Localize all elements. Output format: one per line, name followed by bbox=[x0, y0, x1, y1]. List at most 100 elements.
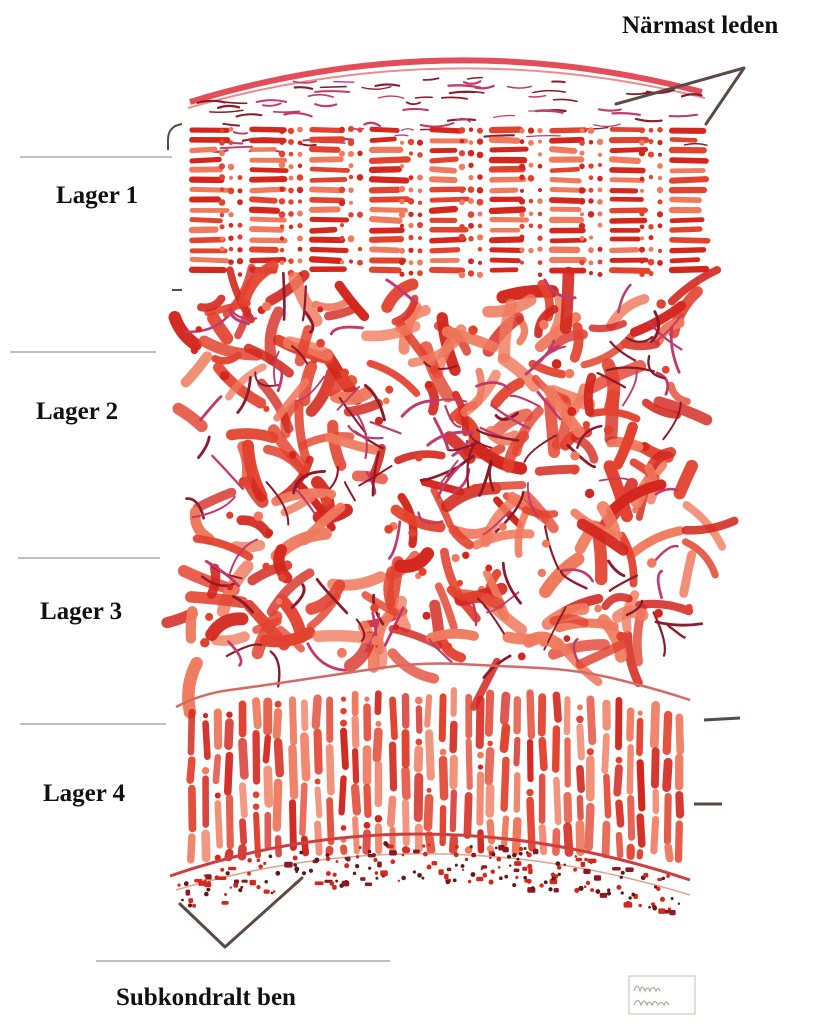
bone-dot bbox=[383, 841, 387, 845]
layer-1-cell bbox=[580, 212, 584, 216]
bone-dot bbox=[492, 853, 496, 857]
layer-2-3-cell bbox=[383, 398, 390, 405]
bone-dot bbox=[621, 871, 625, 875]
layer-2-3-cell bbox=[452, 554, 460, 562]
layer-4-rod bbox=[190, 760, 192, 780]
layer-2-3-cell bbox=[462, 552, 469, 559]
layer-1-fibre bbox=[312, 230, 335, 231]
bone-dot bbox=[499, 876, 503, 880]
layer-4-rod bbox=[619, 803, 621, 824]
layer-4-cell bbox=[375, 721, 381, 727]
bone-dot bbox=[495, 846, 498, 849]
layer-4-cell bbox=[587, 748, 594, 755]
layer-4-rod bbox=[355, 751, 356, 781]
bone-fragment bbox=[514, 869, 520, 873]
layer-1-cell bbox=[237, 258, 243, 264]
bone-fragment bbox=[360, 877, 366, 881]
layer-1-cell bbox=[459, 187, 465, 193]
bone-dot bbox=[256, 885, 260, 889]
layer-2-3-cell bbox=[570, 451, 579, 460]
bone-fragment bbox=[332, 885, 336, 890]
layer-4-rod bbox=[206, 834, 207, 858]
layer-1-cell bbox=[477, 187, 484, 194]
label-near-joint: Närmast leden bbox=[622, 12, 778, 40]
bone-fragment bbox=[657, 878, 662, 881]
layer-1-cell bbox=[279, 127, 286, 134]
layer-4-cell bbox=[340, 720, 347, 727]
layer-1-cell bbox=[288, 164, 293, 169]
layer-1-cell bbox=[298, 247, 303, 252]
layer-1-cell bbox=[519, 212, 524, 217]
surface-fibre bbox=[237, 114, 262, 116]
bone-dot bbox=[626, 901, 631, 906]
layer-4-rod bbox=[469, 741, 470, 786]
layer-2-3-rod bbox=[299, 404, 306, 459]
layer-1-cell bbox=[357, 151, 362, 156]
layer-1-cell bbox=[229, 247, 234, 252]
layer-1-cell bbox=[288, 258, 294, 264]
layer-1-cell bbox=[298, 164, 303, 169]
layer-1-cell bbox=[520, 189, 524, 193]
layer-1-cell bbox=[298, 152, 303, 157]
bone-fragment bbox=[600, 893, 607, 898]
layer-2-3-cell bbox=[226, 512, 233, 519]
layer-4-rod bbox=[631, 798, 632, 837]
layer-4-rod bbox=[542, 741, 544, 768]
layer-4-rod bbox=[580, 727, 581, 757]
layer-2-3-cell bbox=[384, 525, 393, 534]
layer-1-cell bbox=[640, 259, 644, 263]
layer-4-rod bbox=[542, 828, 543, 852]
surface-fibre bbox=[407, 102, 420, 104]
bone-dot bbox=[531, 886, 534, 889]
layer-1-cell bbox=[400, 164, 404, 168]
bone-dot bbox=[314, 858, 319, 863]
bone-dot bbox=[226, 871, 230, 875]
bone-dot bbox=[504, 875, 508, 879]
bone-dot bbox=[230, 886, 232, 888]
layer-1-cell bbox=[297, 174, 304, 181]
layer-4-rod bbox=[192, 789, 193, 829]
bone-dot bbox=[666, 874, 670, 878]
layer-1-cell bbox=[400, 141, 404, 145]
bone-dot bbox=[344, 863, 349, 868]
layer-1-cell bbox=[297, 187, 303, 193]
layer-4-rod bbox=[418, 750, 419, 768]
layer-4-rod bbox=[678, 824, 679, 859]
layer-2-3-rod bbox=[625, 344, 656, 346]
layer-1-fibre bbox=[312, 169, 348, 170]
layer-2-3-cell bbox=[227, 584, 233, 590]
layer-1-cell bbox=[288, 139, 294, 145]
bone-dot bbox=[422, 844, 425, 847]
layer-4-rod bbox=[580, 824, 581, 851]
layer-1-cell bbox=[579, 223, 585, 229]
layer-4-cell bbox=[364, 696, 369, 701]
bone-dot bbox=[275, 871, 280, 876]
bone-dot bbox=[558, 873, 561, 876]
layer-2-3-rod bbox=[526, 510, 555, 514]
layer-1-cell bbox=[417, 259, 423, 265]
bone-dot bbox=[326, 853, 330, 857]
layer-1-fibre bbox=[372, 270, 399, 271]
bone-dot bbox=[192, 904, 196, 908]
layer-2-3-cell bbox=[457, 580, 463, 586]
bone-fragment bbox=[652, 905, 657, 908]
layer-2-3-cell bbox=[585, 489, 594, 498]
layer-4-rod bbox=[580, 769, 581, 789]
bone-dot bbox=[631, 893, 635, 897]
layer-2-3-fibre bbox=[654, 546, 678, 562]
layer-1-cell bbox=[460, 139, 465, 144]
label-layer-4: Lager 4 bbox=[43, 780, 125, 808]
layer-1-cell bbox=[339, 127, 345, 133]
bone-dot bbox=[402, 854, 405, 857]
layer-1-cell bbox=[349, 259, 353, 263]
layer-1-cell bbox=[279, 198, 285, 204]
layer-1-cell bbox=[477, 199, 484, 206]
bone-dot bbox=[461, 864, 465, 868]
layer-2-3-fibre bbox=[654, 613, 665, 656]
layer-4-rod bbox=[429, 835, 431, 850]
layer-1-fibre bbox=[612, 180, 642, 181]
layer-4-cell bbox=[638, 711, 643, 716]
layer-1-cell bbox=[289, 152, 294, 157]
layer-2-3-rod bbox=[349, 404, 378, 412]
layer-2-3-fibre bbox=[330, 467, 338, 488]
